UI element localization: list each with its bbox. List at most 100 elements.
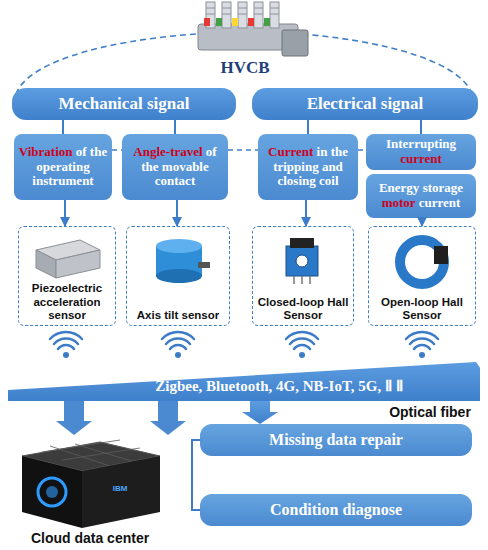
signal-band: Electrical signal (252, 88, 478, 120)
node-text: Missing data repair (269, 431, 403, 449)
server-side (82, 456, 160, 528)
signal-box: Current in the tripping and closing coil (258, 134, 358, 200)
text-word: Sensor (403, 309, 442, 321)
text-word: Closed-loop (258, 296, 324, 308)
text-word (355, 378, 359, 394)
sensor-pins (294, 276, 310, 284)
text-word: operating (36, 159, 89, 174)
server-grid (42, 440, 140, 466)
connector (420, 120, 422, 134)
breaker-illustration (198, 2, 308, 56)
connector (421, 218, 423, 226)
node-text: Mechanical signal (59, 94, 190, 114)
text-word (419, 180, 422, 195)
color-tag (248, 18, 254, 26)
wireless-dot (175, 352, 181, 358)
text-word: Energy (379, 180, 419, 195)
sensor-cap (290, 238, 314, 248)
text-word (322, 431, 326, 448)
signal-band: Mechanical signal (12, 88, 236, 120)
wireless-dots (63, 352, 425, 358)
text-word (415, 195, 418, 210)
text-word: the (331, 144, 348, 159)
server-glow-ring (38, 478, 66, 506)
text-word: Piezoelectric (32, 282, 102, 294)
wireless-icons (50, 332, 438, 349)
connector (192, 440, 200, 510)
text-word: current (419, 195, 461, 210)
insulator-post (238, 2, 247, 28)
node-text: Current in the tripping and closing coil (261, 145, 355, 190)
text-word (202, 378, 206, 394)
node-text: Zigbee, Bluetooth, 4G, NB-IoT, 5G, Ⅱ Ⅱ (155, 377, 403, 395)
text-word: instrument (32, 173, 93, 188)
text-word: motor (382, 195, 416, 210)
text-word: Ⅱ (396, 378, 403, 394)
block-arrow (242, 401, 278, 424)
text-word: Electrical (307, 94, 377, 113)
connector (305, 200, 307, 226)
connector (307, 120, 309, 134)
text-word (338, 501, 342, 518)
node-text: Axis tilt sensor (137, 309, 219, 322)
text-word: 4G, (276, 378, 299, 394)
text-word: Vibration (19, 144, 73, 159)
mechanism-box (282, 30, 308, 56)
process-box: Condition diagnose (200, 494, 472, 526)
text-word: coil (319, 173, 339, 188)
color-tag (204, 18, 210, 26)
text-word (203, 144, 206, 159)
connector (174, 120, 176, 134)
text-word: and (322, 159, 343, 174)
wireless-dot (419, 352, 425, 358)
open-loop-hall-picture (400, 240, 448, 284)
sensor-clip (434, 246, 448, 264)
text-word: Bluetooth, (206, 378, 272, 394)
node-text: Vibration of the operating instrument (17, 145, 109, 190)
text-word: current (400, 151, 442, 166)
insulator-ribs (206, 8, 279, 14)
text-word: Ⅱ (385, 378, 392, 394)
text-word: Hall (327, 296, 348, 308)
insulator-post (222, 2, 231, 28)
sensor-frame: Open-loop Hall Sensor (368, 226, 476, 326)
text-word: Current (268, 144, 313, 159)
text-word: Missing (269, 431, 322, 448)
wireless-dot (299, 352, 305, 358)
piezo-sensor-picture (36, 240, 100, 278)
text-word: Hall (442, 296, 463, 308)
sensor-plug (198, 262, 210, 268)
text-word (316, 173, 319, 188)
link-label: Optical fiber (380, 404, 480, 420)
text-word: contact (155, 173, 195, 188)
sensor-body (286, 246, 318, 276)
sensor-side (36, 250, 56, 278)
color-tag (264, 18, 270, 26)
wireless-icon (406, 332, 438, 349)
block-arrow (56, 401, 92, 435)
text-word (319, 159, 322, 174)
text-word (439, 296, 442, 308)
node-text: Open-loop Hall Sensor (371, 296, 473, 322)
node-text: Closed-loop Hall Sensor (255, 296, 351, 322)
text-word (161, 309, 164, 321)
text-word (143, 94, 147, 113)
text-word (357, 431, 361, 448)
sensor-frame: Piezoelectric acceleration sensor (18, 226, 116, 326)
center-label: Cloud data center (10, 530, 170, 546)
text-word (381, 378, 385, 394)
text-word (159, 159, 162, 174)
wireless-dot (63, 352, 69, 358)
text-word: data (326, 431, 356, 448)
text-word: repair (361, 431, 403, 448)
block-arrow (150, 401, 186, 435)
text-word: signal (147, 94, 190, 113)
logo-text: IBM (100, 484, 140, 493)
server-illustration (22, 440, 160, 528)
wedge-fill (8, 362, 480, 401)
sensor-side (56, 250, 100, 278)
node-text: Piezoelectric acceleration sensor (21, 282, 113, 322)
node-text: Energy storage motor current (369, 181, 473, 211)
node-text: Interrupting current (369, 137, 473, 167)
